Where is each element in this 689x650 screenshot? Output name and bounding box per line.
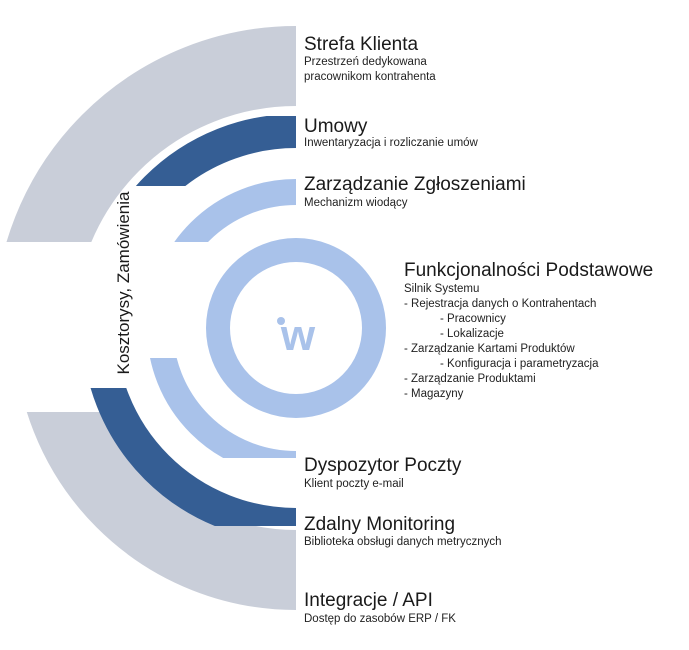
w-logo-icon: w [277, 311, 316, 360]
core-title: Funkcjonalności Podstawowe [404, 260, 654, 281]
segment-subtitle: Dostęp do zasobów ERP / FK [304, 613, 456, 625]
segment-subtitle: Inwentaryzacja i rozliczanie umów [304, 137, 478, 149]
core-item: - Rejestracja danych o Kontrahentach [404, 298, 597, 310]
core-ring [206, 238, 386, 418]
logo-letter: w [280, 311, 316, 360]
core-item: - Magazyny [404, 388, 464, 400]
segment-subtitle: Klient poczty e-mail [304, 478, 404, 490]
core-item: - Konfiguracja i parametryzacja [440, 358, 599, 370]
segment-subtitle: Mechanizm wiodący [304, 197, 408, 209]
segment-subtitle-line2: pracownikom kontrahenta [304, 71, 436, 83]
segment-title: Strefa Klienta [304, 34, 419, 55]
core-item: - Zarządzanie Produktami [404, 373, 536, 385]
side-label: Kosztorysy, Zamówienia [114, 191, 133, 375]
segment-subtitle: Biblioteka obsługi danych metrycznych [304, 536, 502, 548]
segment-title: Umowy [304, 116, 368, 137]
segment-title: Dyspozytor Poczty [304, 455, 462, 476]
segment-title: Zarządzanie Zgłoszeniami [304, 174, 526, 195]
segment-title: Integracje / API [304, 590, 433, 611]
core-item: - Zarządzanie Kartami Produktów [404, 343, 575, 355]
core-feature-list: Silnik Systemu - Rejestracja danych o Ko… [404, 282, 599, 402]
core-item: Silnik Systemu [404, 283, 480, 295]
core-item: - Pracownicy [440, 313, 506, 325]
core-item: - Lokalizacje [440, 328, 504, 340]
segment-title: Zdalny Monitoring [304, 514, 456, 535]
segment-subtitle: Przestrzeń dedykowana [304, 56, 427, 68]
